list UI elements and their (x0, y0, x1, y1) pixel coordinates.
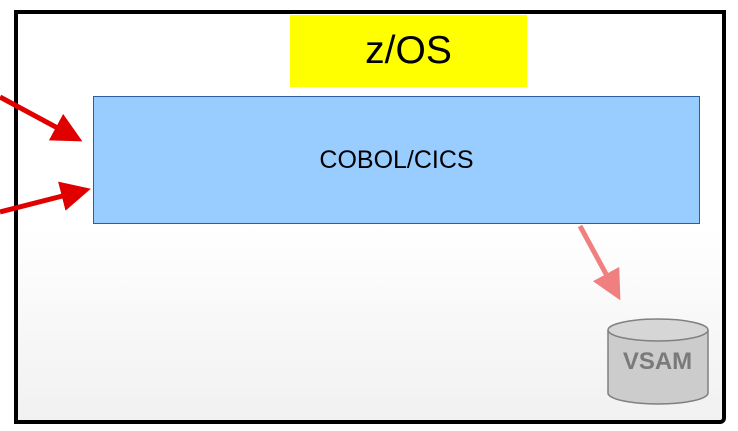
cobol-cics-box: COBOL/CICS (93, 96, 700, 224)
zos-label-text: z/OS (365, 29, 452, 72)
zos-label: z/OS (290, 15, 527, 87)
inbound-arrow-upper (0, 94, 83, 142)
vsam-cylinder-icon (607, 318, 709, 405)
cobol-cics-label: COBOL/CICS (319, 145, 474, 174)
vsam-access-arrow (577, 224, 621, 301)
inbound-arrow-lower (0, 181, 91, 215)
vsam-label: VSAM (622, 348, 693, 375)
